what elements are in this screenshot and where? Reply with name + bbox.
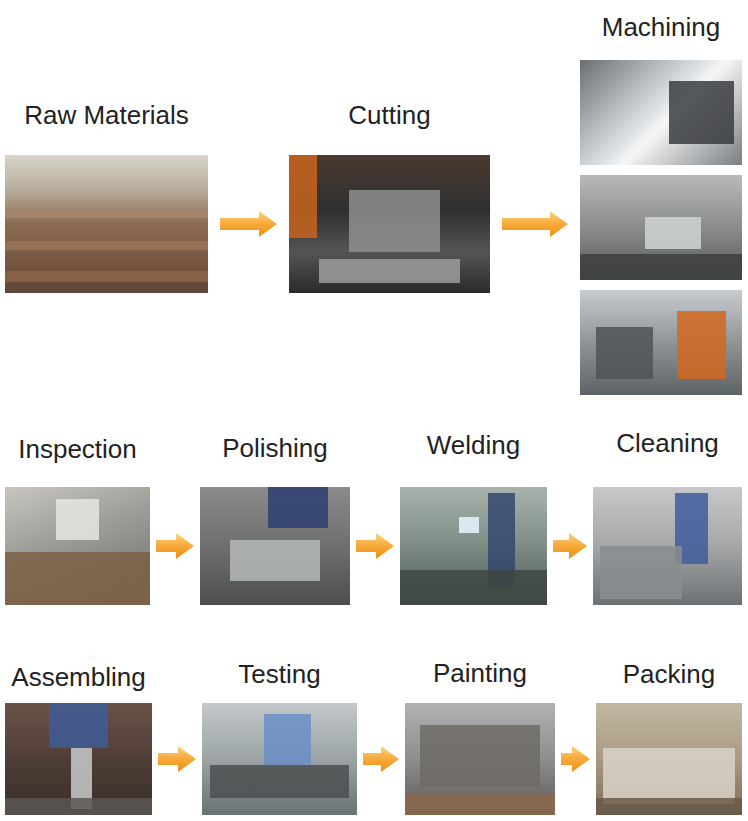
arrow-shape [553,533,587,559]
step-title: Raw Materials [5,98,208,132]
process-step: Welding [400,428,547,605]
process-photo [289,155,490,293]
photo-detail [400,570,547,605]
flow-arrow [220,211,277,237]
process-step: Raw Materials [5,98,208,293]
photo-detail [56,499,100,540]
process-photo [400,487,547,605]
photo-detail [405,793,555,815]
photo-detail [268,487,328,528]
step-title: Painting [405,656,555,690]
photo-detail [5,552,150,605]
flow-arrow [502,211,568,237]
photo-detail [210,765,350,799]
photo-detail [459,517,480,534]
photo-detail [580,254,742,280]
photo-detail [5,241,208,251]
process-step: Packing [596,657,742,815]
arrow-shape [502,211,568,237]
photo-detail [230,540,320,581]
photo-detail [669,81,734,144]
photo-detail [596,798,742,815]
photo-detail [603,748,734,804]
step-title: Machining [580,10,742,44]
arrow-shape [158,746,196,772]
step-title: Testing [202,657,357,691]
photo-detail [600,546,682,599]
process-photo [580,60,742,165]
photo-detail [645,217,702,249]
step-title: Cleaning [593,426,742,460]
arrow-shape [356,533,394,559]
flow-arrow [356,533,394,559]
flow-arrow [363,746,399,772]
process-step: Testing [202,657,357,815]
step-title: Cutting [289,98,490,132]
step-title: Inspection [5,432,150,466]
flow-arrow [158,746,196,772]
photo-detail [264,714,311,764]
step-title: Polishing [200,431,350,465]
process-step: Machining [580,10,742,395]
process-step: Cutting [289,98,490,293]
process-photo [202,703,357,815]
photo-detail [677,311,726,379]
arrow-shape [156,533,194,559]
process-step: Polishing [200,431,350,605]
process-step: Inspection [5,432,150,605]
process-photo [200,487,350,605]
process-photo [580,290,742,395]
photo-detail [5,271,208,282]
photo-detail [5,210,208,218]
process-photo [5,155,208,293]
process-photo [405,703,555,815]
process-step: Painting [405,656,555,815]
process-photo [596,703,742,815]
process-photo [580,175,742,280]
process-photo [5,487,150,605]
photo-detail [420,725,540,787]
photo-detail [5,798,152,815]
step-title: Welding [400,428,547,462]
photo-detail [349,190,439,252]
arrow-shape [363,746,399,772]
photo-detail [596,327,653,380]
flow-arrow [553,533,587,559]
process-photo [5,703,152,815]
step-title: Assembling [5,660,152,694]
flow-arrow [156,533,194,559]
process-photo [593,487,742,605]
step-title: Packing [596,657,742,691]
process-step: Cleaning [593,426,742,605]
arrow-shape [561,746,590,772]
arrow-shape [220,211,277,237]
photo-detail [319,259,460,284]
photo-detail [289,155,317,238]
photo-detail [49,703,108,748]
process-step: Assembling [5,660,152,815]
flow-arrow [561,746,590,772]
